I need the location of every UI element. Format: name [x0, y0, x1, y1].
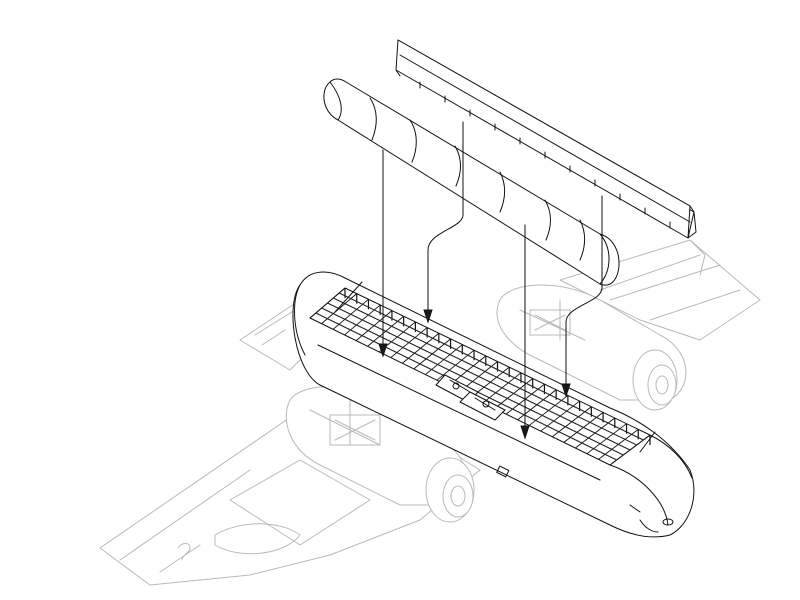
curved-panel-end — [599, 233, 610, 285]
background-airframe — [99, 239, 761, 586]
fuselage-nose — [609, 434, 693, 526]
left-wing-mark — [177, 543, 191, 561]
canopy-frame — [395, 39, 697, 239]
bay-stringer — [333, 297, 637, 446]
arrow-3 — [520, 224, 530, 440]
arrow-4 — [561, 195, 603, 398]
left-wing-edge — [119, 469, 251, 573]
nose-window — [662, 518, 674, 526]
bay-center-detail — [435, 374, 506, 421]
left-wing-flap — [214, 523, 301, 555]
leader-lines — [334, 281, 656, 453]
arrow-1 — [378, 149, 388, 358]
right-wing-lines — [599, 254, 741, 321]
curved-panel-seam — [329, 81, 342, 121]
upper-left-wing-line — [254, 309, 296, 346]
curved-panel-body — [323, 78, 620, 286]
left-wing-panel — [229, 459, 371, 546]
arrow-2 — [423, 121, 464, 324]
bay-stringer — [321, 307, 624, 456]
right-wing — [559, 239, 761, 341]
left-nacelle — [285, 386, 475, 523]
side-hatch — [496, 465, 510, 478]
fuselage-side-line — [317, 344, 601, 481]
right-nacelle — [496, 284, 687, 411]
curved-panel-ribs — [369, 97, 585, 261]
canopy-frame-end — [687, 211, 697, 239]
nose-detail — [629, 504, 659, 533]
assembly-arrows — [378, 121, 603, 440]
canopy-frame-inner — [399, 54, 691, 223]
right-wing-tip — [689, 239, 706, 276]
bay-stringer — [338, 292, 644, 441]
fuselage-rear — [294, 284, 306, 356]
bay-stringer — [327, 302, 631, 451]
curved-panel — [323, 78, 620, 286]
